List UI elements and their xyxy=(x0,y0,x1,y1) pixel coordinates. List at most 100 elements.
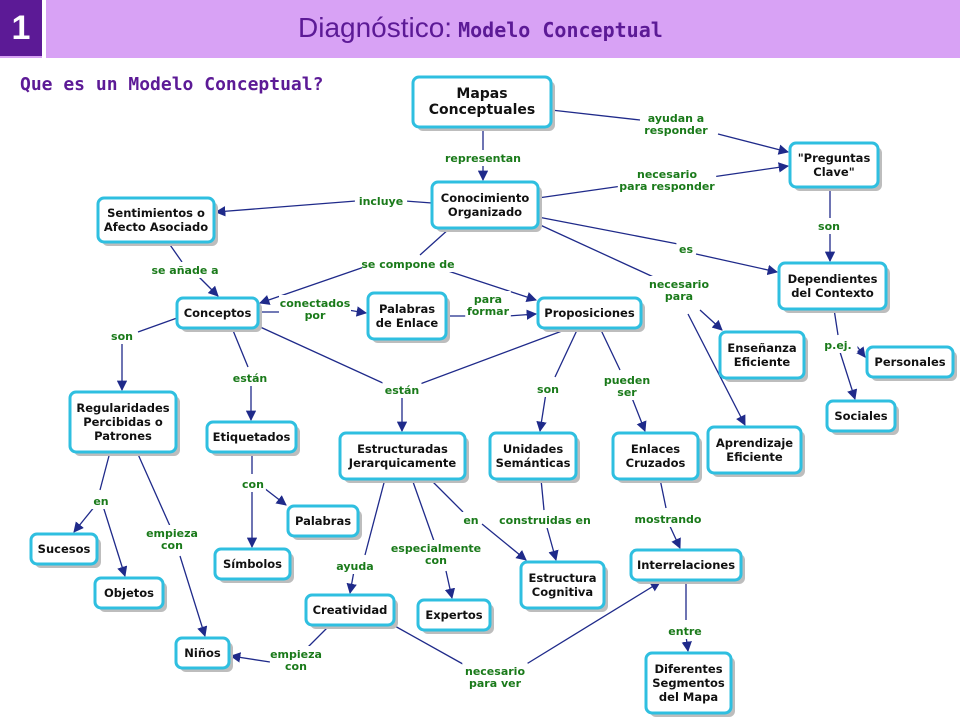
link-label-bg xyxy=(145,525,199,553)
node-expertos: Expertos xyxy=(416,598,494,634)
connector-regularidades-en xyxy=(99,451,111,491)
slide-title: Diagnóstico:Modelo Conceptual xyxy=(298,12,663,44)
node-label: Segmentos xyxy=(652,676,725,690)
node-etiquetados: Etiquetados xyxy=(205,420,300,456)
link-label-text: ayuda xyxy=(336,560,373,573)
link-label-text: se añade a xyxy=(151,264,218,277)
node-label: Eficiente xyxy=(734,355,791,369)
link-label-son-dep: son xyxy=(816,218,842,234)
link-label-text: conectados xyxy=(280,297,351,310)
connector-seanade-conceptos xyxy=(197,275,219,297)
link-label-text: para xyxy=(474,293,502,306)
connector-son-unidades xyxy=(536,392,547,433)
node-label: Enlaces xyxy=(631,442,680,456)
link-label-bg xyxy=(240,476,266,492)
link-label-bg xyxy=(109,328,135,344)
connector-necesver-interrelaciones xyxy=(519,581,661,669)
node-label: Palabras xyxy=(379,302,435,316)
link-label-text: necesario xyxy=(637,168,697,181)
node-label: Símbolos xyxy=(223,557,282,571)
node-label: Dependientes xyxy=(788,272,878,286)
node-interrelaciones: Interrelaciones xyxy=(629,548,745,584)
connector-necesresp-preguntas xyxy=(711,162,790,178)
node-box xyxy=(777,261,888,311)
link-label-text: mostrando xyxy=(635,513,702,526)
node-label: del Mapa xyxy=(659,690,718,704)
node-label: Conocimiento xyxy=(441,191,530,205)
link-label-text: en xyxy=(93,495,108,508)
link-label-text: representan xyxy=(445,152,521,165)
node-box xyxy=(304,593,396,627)
connector-en-objetos xyxy=(102,505,128,577)
node-conceptos: Conceptos xyxy=(175,296,262,332)
link-label-bg xyxy=(91,493,111,509)
connector-mapas-ayudan xyxy=(550,109,641,121)
slide-header: 1 Diagnóstico:Modelo Conceptual xyxy=(0,0,960,58)
link-label-text: están xyxy=(385,384,420,397)
link-label-bg xyxy=(665,623,705,639)
link-label-bg xyxy=(646,276,712,304)
link-label-text: p.ej. xyxy=(824,339,851,352)
link-label-son-reg: son xyxy=(109,328,135,344)
link-label-text: con xyxy=(425,554,447,567)
node-label: Palabras xyxy=(295,514,351,528)
link-label-text: para xyxy=(665,290,693,303)
connector-en-sucesos xyxy=(73,505,96,533)
node-box xyxy=(93,576,165,610)
link-label-en-suc: en xyxy=(91,493,111,509)
link-label-en-est: en xyxy=(461,512,481,528)
link-label-bg xyxy=(818,337,858,353)
link-label-text: necesario xyxy=(465,665,525,678)
node-box xyxy=(174,636,231,670)
node-label: Jerarquicamente xyxy=(348,456,457,470)
node-box xyxy=(416,598,492,632)
link-label-text: ser xyxy=(617,386,637,399)
link-label-text: incluye xyxy=(359,195,403,208)
link-label-bg xyxy=(335,558,375,574)
link-label-bg xyxy=(816,218,842,234)
link-label-text: son xyxy=(111,330,133,343)
connector-conceptos-estan2 xyxy=(257,325,386,385)
connector-con-palabras xyxy=(263,487,287,506)
node-label: Estructuradas xyxy=(357,442,448,456)
connector-proposiciones-pueden xyxy=(599,327,621,371)
node-simbolos: Símbolos xyxy=(213,547,294,583)
node-objetos: Objetos xyxy=(93,576,167,612)
node-label: Expertos xyxy=(425,608,482,622)
node-creatividad: Creatividad xyxy=(304,593,398,629)
node-label: "Preguntas xyxy=(798,151,871,165)
connector-secompone-proposiciones xyxy=(444,269,537,303)
connector-conocimiento-necespara xyxy=(537,223,661,281)
node-box xyxy=(175,296,260,330)
connector-especialmente-expertos xyxy=(444,570,456,600)
connector-pej-sociales xyxy=(839,351,858,400)
node-label: Cognitiva xyxy=(532,585,593,599)
node-box xyxy=(286,504,360,538)
link-label-mostrando: mostrando xyxy=(635,511,702,527)
link-label-bg xyxy=(462,663,528,691)
connector-pueden-enlaces xyxy=(631,397,647,432)
node-box xyxy=(68,390,178,454)
link-label-bg xyxy=(535,381,561,397)
link-label-text: es xyxy=(679,243,693,256)
connector-ayudan-preguntas xyxy=(717,133,790,155)
link-label-bg xyxy=(643,110,709,138)
node-label: Aprendizaje xyxy=(716,436,793,450)
link-label-bg xyxy=(279,295,351,323)
link-label-text: están xyxy=(233,372,268,385)
connector-necespara-aprendizaje xyxy=(687,313,746,426)
node-box xyxy=(213,547,292,581)
